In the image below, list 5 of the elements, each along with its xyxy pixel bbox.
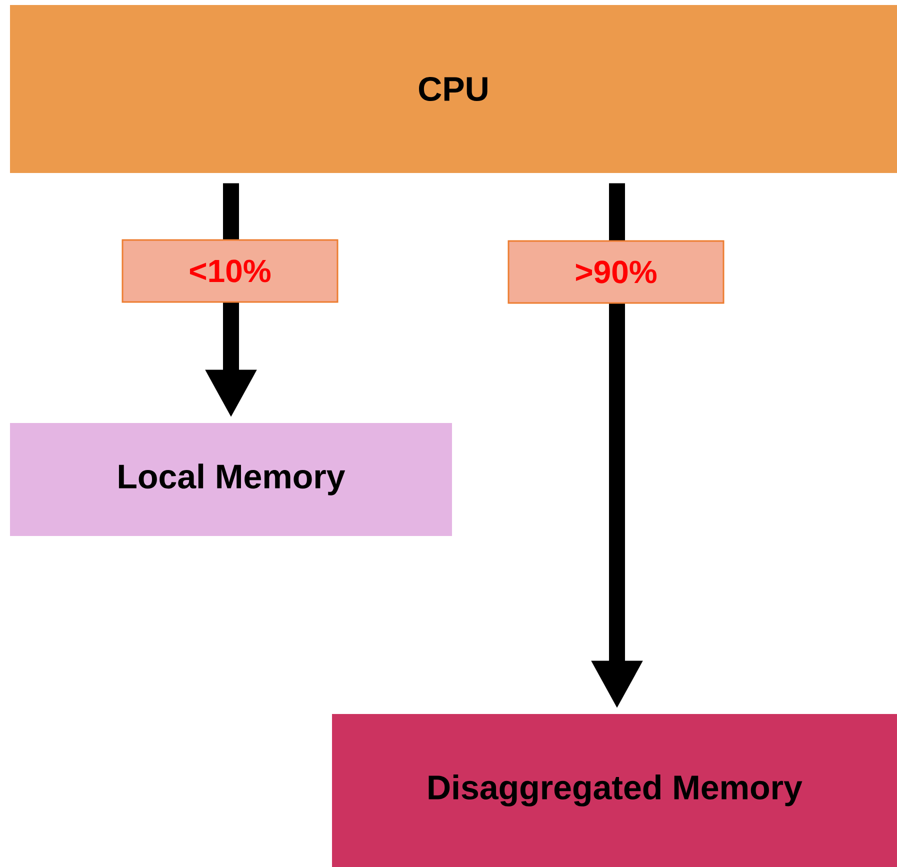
edge-label: <10% bbox=[122, 239, 338, 303]
edge-label: >90% bbox=[508, 240, 724, 304]
memory-box: Local Memory bbox=[10, 422, 452, 536]
memory-box: CPU bbox=[10, 4, 897, 173]
memory-box: Disaggregated Memory bbox=[332, 714, 897, 867]
